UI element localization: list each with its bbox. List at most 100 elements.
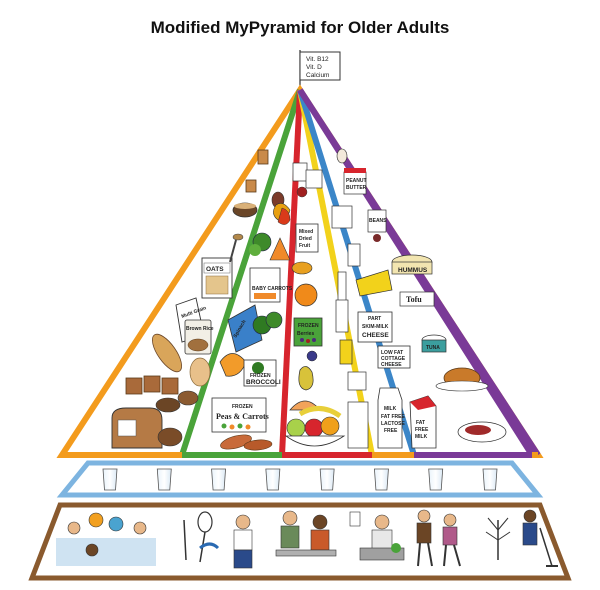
spinach-bag-icon: Spinach [227, 304, 263, 353]
fluids-band [56, 460, 544, 498]
couple-walking-icon [416, 509, 461, 567]
frozen-berries-label-1: FROZEN [298, 323, 319, 329]
fat-free-yogurt-icon [331, 205, 353, 229]
flag-line-calcium: Calcium [306, 72, 329, 79]
flag-line-vitd: Vit. D [306, 64, 322, 71]
tuna-label: TUNA [426, 345, 440, 351]
supplement-flag: Vit. B12 Vit. D Calcium [299, 50, 341, 90]
hummus-tub-icon: HUMMUS [391, 254, 433, 275]
skim-cheese-label-2: SKIM-MILK [362, 324, 389, 330]
dried-fruit-box-icon: Mixed Dried Fruit [295, 223, 319, 253]
water-glass-icon [428, 468, 444, 491]
frozen-broccoli-label-1: FROZEN [250, 373, 271, 379]
flag-line-b12: Vit. B12 [306, 56, 329, 63]
tortilla-icon [189, 357, 211, 387]
low-fat-yogurt-icon [305, 169, 323, 189]
woman-raking-icon [522, 509, 558, 567]
beans-can-icon: BEANS [367, 209, 387, 242]
meat-beans-foods: PEANUT BUTTER BEANS HUMMUS Tofu TUNA [343, 168, 507, 443]
orange-slice-icon [291, 261, 313, 275]
cottage-cheese-label-3: CHEESE [381, 362, 402, 368]
squash-icon [219, 353, 247, 377]
margarine-tub-icon [347, 371, 367, 391]
bread-bag-icon [111, 407, 163, 449]
cottage-cheese-label-1: LOW FAT [381, 350, 403, 356]
oats-canister-icon: OATS [201, 257, 233, 299]
tuna-can-icon: TUNA [421, 334, 447, 353]
fruit-bowl-icon [284, 406, 346, 447]
oats-label: OATS [206, 266, 224, 273]
baby-carrots-bag-icon: BABY CARROTS [249, 267, 293, 303]
frozen-broccoli-label-2: BROCCOLI [246, 379, 281, 386]
lf-milk-label-2: FAT FREE [381, 414, 405, 420]
egg-icon [336, 148, 348, 164]
lf-milk-label-1: MILK [384, 406, 397, 412]
sweet-potato-icon [220, 434, 252, 450]
skim-cheese-package-icon: PART SKIM-MILK CHEESE [357, 311, 393, 343]
oil-jar-icon [339, 339, 353, 365]
frozen-broccoli-box-icon: FROZEN BROCCOLI [243, 359, 281, 387]
vegetables-band [179, 89, 303, 456]
orange-icon [294, 283, 318, 307]
water-glass-icon [102, 468, 118, 491]
dried-fruit-label-2: Dried [299, 236, 312, 242]
milk-foods: PART SKIM-MILK CHEESE LOW FAT COTTAGE CH… [305, 148, 437, 449]
fruits-band [279, 89, 303, 456]
hummus-label: HUMMUS [398, 267, 428, 274]
lf-milk-label-3: LACTOSE [381, 421, 405, 427]
brown-rice-icon: Brown Rice [184, 319, 214, 355]
grains-foods: OATS Multi Grain Brown Rice [111, 149, 269, 449]
dried-fruit-label-3: Fruit [299, 243, 310, 249]
cheese-wedge-icon [355, 269, 393, 297]
ff-milk-label-3: MILK [415, 434, 428, 440]
tofu-label: Tofu [406, 295, 422, 304]
water-glass-icon [156, 468, 172, 491]
water-glass-icon [373, 468, 389, 491]
oil-bottle-large-icon [347, 401, 369, 449]
water-glass-icon [211, 468, 227, 491]
cracker-icon [257, 149, 269, 165]
frozen-peas-label-1: FROZEN [232, 404, 253, 410]
beans-label: BEANS [369, 218, 387, 224]
lf-milk-label-4: FREE [384, 428, 398, 434]
frozen-berries-bag-icon: FROZEN Berries [293, 317, 323, 347]
cottage-cheese-icon: LOW FAT COTTAGE CHEESE [377, 345, 411, 369]
peanut-butter-label-1: PEANUT [346, 178, 367, 184]
skim-cheese-label-1: PART [368, 316, 381, 322]
fruits-foods: Mixed Dried Fruit FROZEN Berries [284, 162, 346, 447]
man-lifting-weights-icon [233, 514, 253, 569]
water-glass-icon [265, 468, 281, 491]
activity-band [28, 502, 572, 581]
oils-foods [335, 271, 369, 449]
frozen-peas-label-2: Peas & Carrots [216, 412, 269, 421]
bread-loaf-icon [151, 333, 183, 373]
couple-cooking-icon [275, 510, 337, 557]
ff-milk-label-1: FAT [416, 420, 425, 426]
fat-free-milk-carton-icon: FAT FREE MILK [409, 395, 437, 449]
juice-box-icon [292, 162, 308, 182]
carrot-icon [269, 237, 291, 261]
peanut-butter-jar-icon: PEANUT BUTTER [343, 168, 367, 195]
milk-carton-small-icon [347, 243, 361, 267]
brown-rice-label: Brown Rice [186, 326, 214, 332]
baby-carrots-label: BABY CARROTS [252, 286, 293, 292]
exercise-equipment-icon [183, 511, 220, 563]
tree-icon [485, 517, 511, 560]
dried-fruit-label-1: Mixed [299, 229, 313, 235]
vegetables-foods: BABY CARROTS Spinach FROZEN BROCCOLI FRO… [211, 191, 293, 451]
crackers-icon [125, 375, 199, 413]
cracker-icon [245, 179, 257, 193]
tofu-package-icon: Tofu [399, 291, 435, 307]
page-title: Modified MyPyramid for Older Adults [150, 18, 450, 37]
ff-milk-label-2: FREE [415, 427, 429, 433]
oils-band [297, 89, 375, 456]
water-aerobics-icon [56, 512, 156, 566]
water-glass-icon [319, 468, 335, 491]
frozen-peas-bag-icon: FROZEN Peas & Carrots [211, 397, 269, 433]
skim-cheese-label-3: CHEESE [362, 332, 389, 339]
peanut-butter-label-2: BUTTER [346, 185, 367, 191]
man-gardening-icon [349, 511, 405, 561]
lactose-free-milk-icon: MILK FAT FREE LACTOSE FREE [377, 387, 405, 449]
cottage-cheese-label-2: COTTAGE [381, 356, 406, 362]
